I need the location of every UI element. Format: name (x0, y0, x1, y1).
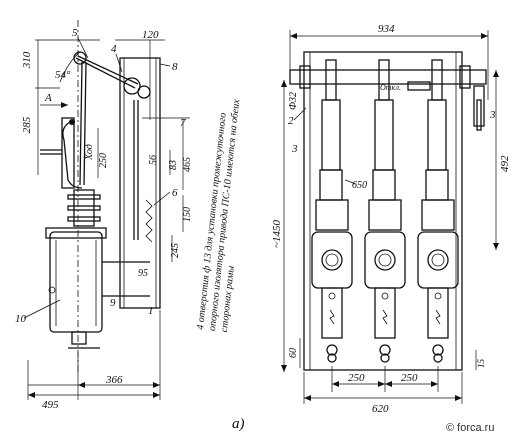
dim-83: 83 (168, 160, 179, 170)
dim-phi32: Ф32 (288, 92, 299, 110)
left-side-view: 120 310 285 А 54° 5 4 8 (15, 20, 242, 411)
callout-6: 6 (172, 187, 178, 199)
dim-250-b: 250 (401, 372, 418, 384)
dim-245: 245 (170, 243, 181, 258)
callout-2: 2 (288, 115, 294, 127)
dim-495: 495 (42, 399, 59, 411)
dim-60: 60 (288, 348, 299, 358)
dim-285: 285 (21, 116, 33, 133)
mounting-note: 4 отверстия ф 13 для установки промежуто… (195, 98, 242, 333)
dim-hod: Ход (84, 144, 95, 161)
dim-650: 650 (352, 180, 367, 191)
dim-15: 15 (476, 359, 486, 369)
dim-150: 150 (182, 207, 193, 222)
dim-492: 492 (499, 155, 511, 172)
dim-310: 310 (21, 51, 33, 69)
callout-10: 10 (15, 313, 27, 325)
dim-1450: ~1450 (271, 220, 283, 248)
arrow-a-label: А (44, 92, 52, 104)
dim-620: 620 (372, 403, 389, 415)
dim-54-deg: 54° (55, 69, 71, 81)
callout-4: 4 (111, 43, 117, 55)
dim-465: 465 (182, 157, 193, 172)
callout-9: 9 (110, 297, 116, 309)
dim-95: 95 (138, 268, 148, 279)
callout-8: 8 (172, 61, 178, 73)
right-front-view: 934 Откл. 3 Ф32 2 3 492 ~1450 (271, 23, 511, 415)
label-otkl: Откл. (380, 83, 401, 92)
watermark: © forca.ru (446, 422, 494, 434)
pole-left (311, 59, 353, 363)
callout-1: 1 (148, 305, 154, 317)
dim-934: 934 (378, 23, 395, 35)
callout-5: 5 (72, 27, 78, 39)
pole-right (417, 59, 459, 363)
callout-3-left: 3 (291, 143, 298, 155)
dim-120: 120 (142, 29, 159, 41)
dim-250: 250 (98, 153, 109, 168)
pole-middle (364, 59, 406, 363)
callout-3-right: 3 (489, 109, 496, 121)
dim-250-a: 250 (348, 372, 365, 384)
dim-56: 56 (148, 155, 159, 165)
figure-label: а) (232, 416, 245, 432)
dim-366: 366 (105, 374, 123, 386)
